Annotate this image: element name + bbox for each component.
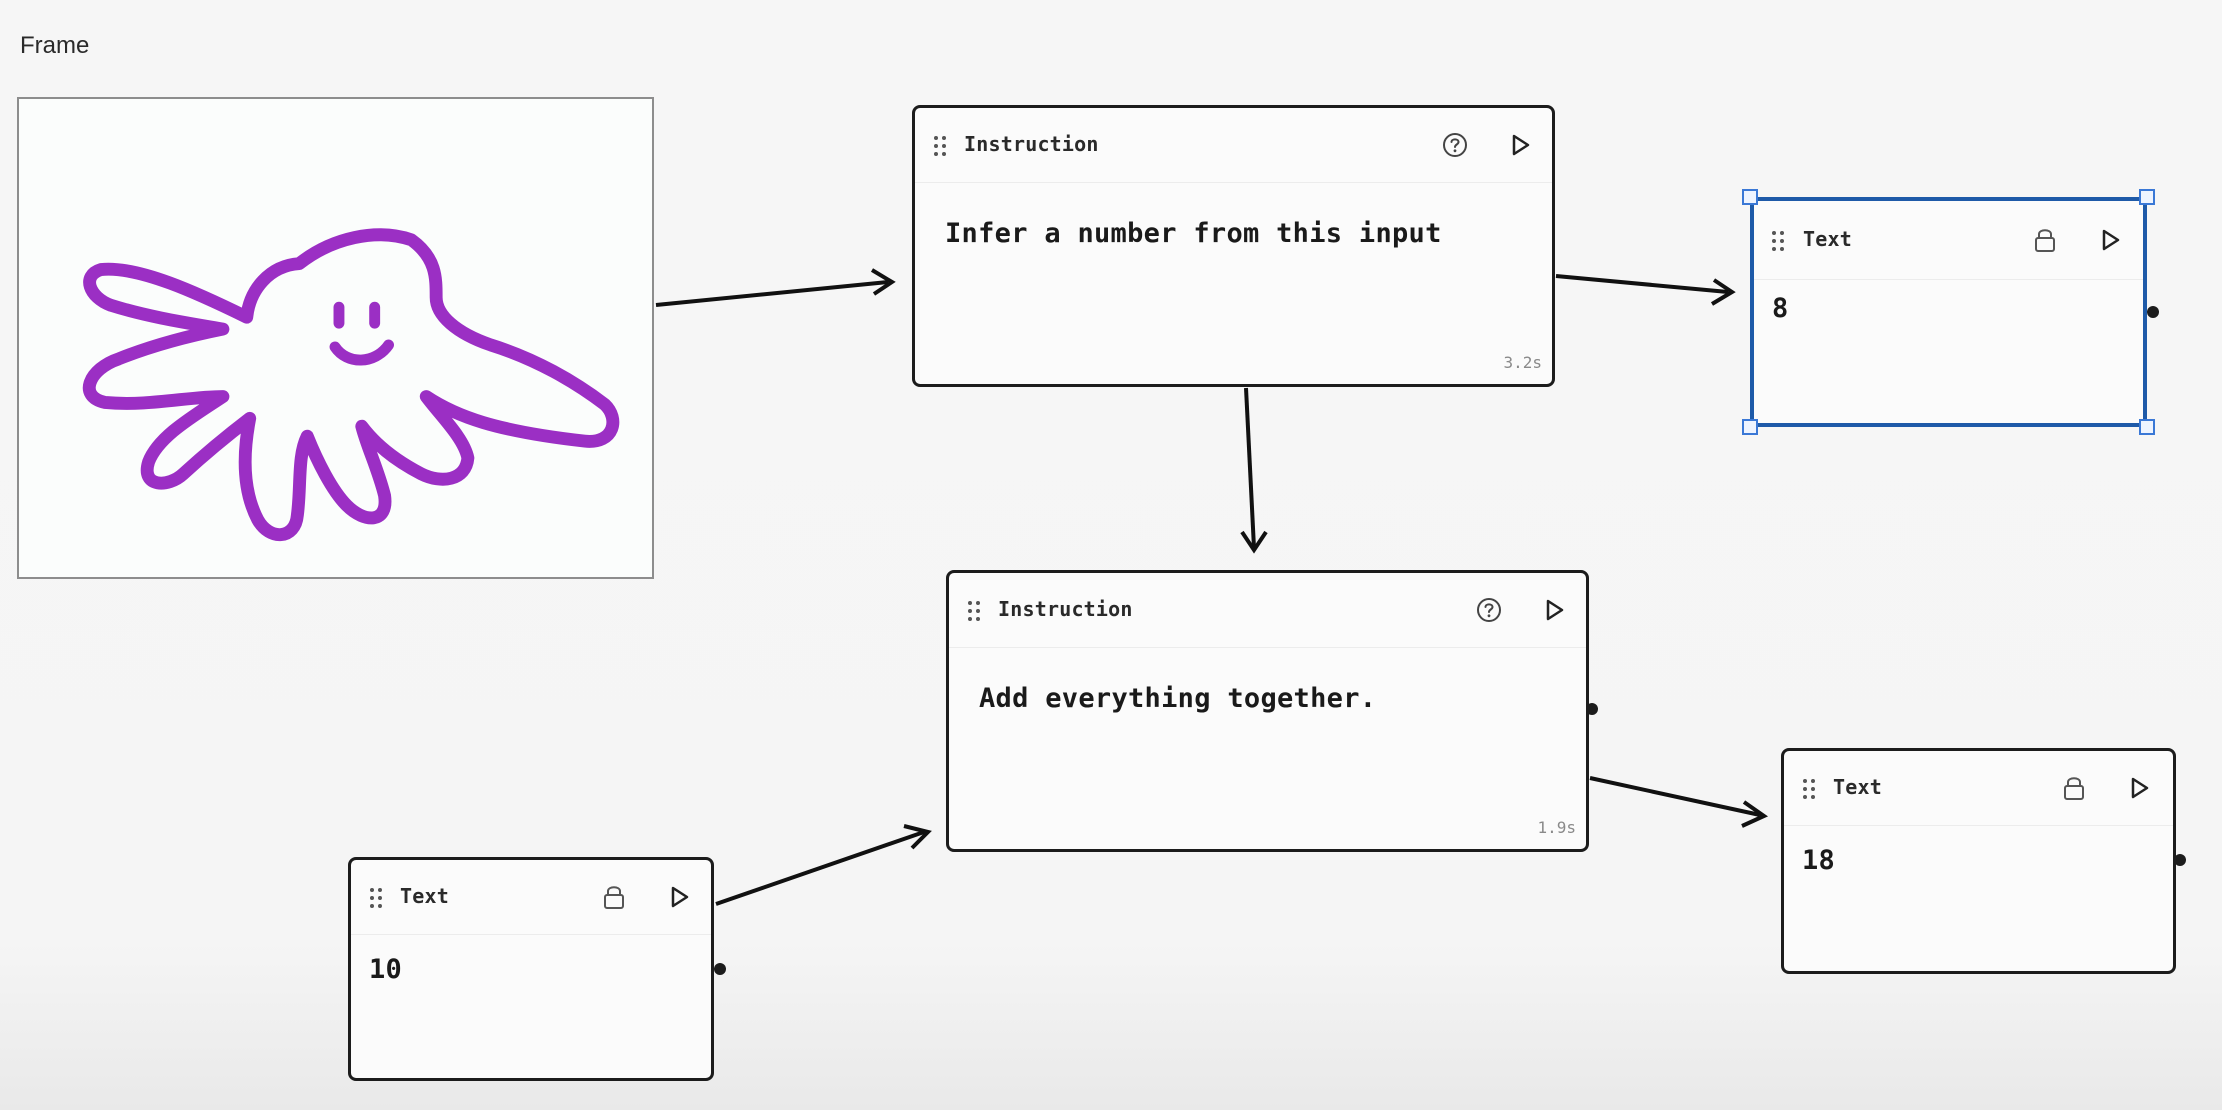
help-circle-icon[interactable] [1472,593,1506,627]
edge-instruction-to-text-18 [1589,776,1769,828]
drag-handle-icon[interactable] [1801,777,1817,801]
resize-handle-bottom-left[interactable] [1742,419,1758,435]
instruction-node-infer[interactable]: Instruction Infer a number from this inp… [912,105,1555,387]
lock-icon[interactable] [2028,223,2062,257]
text-value[interactable]: 10 [369,954,403,985]
text-node-result-18[interactable]: Text 18 [1781,748,2176,974]
text-value[interactable]: 8 [1772,293,1789,324]
play-icon[interactable] [1537,593,1571,627]
frame-label: Frame [20,32,90,59]
drawing-frame[interactable] [17,97,654,579]
resize-handle-bottom-right[interactable] [2139,419,2155,435]
octopus-outline [82,228,620,542]
play-icon[interactable] [1503,128,1537,162]
run-duration: 3.2s [1503,353,1542,372]
help-circle-icon[interactable] [1438,128,1472,162]
text-node-value-10[interactable]: Text 10 [348,857,714,1081]
text-value[interactable]: 18 [1802,845,1836,876]
output-port[interactable] [2174,854,2186,866]
node-title: Text [1803,227,1852,251]
play-icon[interactable] [662,880,696,914]
node-title: Instruction [998,597,1133,621]
octopus-smile [329,339,395,366]
instruction-text[interactable]: Add everything together. [979,683,1377,714]
instruction-node-add[interactable]: Instruction Add everything together. 1.9… [946,570,1589,852]
drag-handle-icon[interactable] [368,886,384,910]
drag-handle-icon[interactable] [932,134,948,158]
octopus-drawing [82,228,620,542]
output-port[interactable] [2147,306,2159,318]
lock-icon[interactable] [597,880,631,914]
text-node-result-8[interactable]: Text 8 [1750,197,2147,427]
resize-handle-top-left[interactable] [1742,189,1758,205]
node-header: Instruction [949,573,1586,648]
node-header: Text [351,860,711,935]
drag-handle-icon[interactable] [966,599,982,623]
resize-handle-top-right[interactable] [2139,189,2155,205]
lock-icon[interactable] [2057,771,2091,805]
edge-text-10-to-instruction [715,824,932,906]
node-title: Text [1833,775,1882,799]
drag-handle-icon[interactable] [1770,229,1786,253]
play-icon[interactable] [2122,771,2156,805]
node-title: Instruction [964,132,1099,156]
edge-instruction-to-instruction [1240,387,1268,554]
node-title: Text [400,884,449,908]
node-header: Instruction [915,108,1552,183]
run-duration: 1.9s [1537,818,1576,837]
node-header: Text [1784,751,2173,826]
edge-instruction-to-text-8 [1555,274,1736,306]
edge-frame-to-instruction [655,268,896,307]
node-header: Text [1754,201,2143,280]
output-port[interactable] [714,963,726,975]
output-port[interactable] [1586,703,1598,715]
play-icon[interactable] [2093,223,2127,257]
instruction-text[interactable]: Infer a number from this input [945,218,1442,249]
